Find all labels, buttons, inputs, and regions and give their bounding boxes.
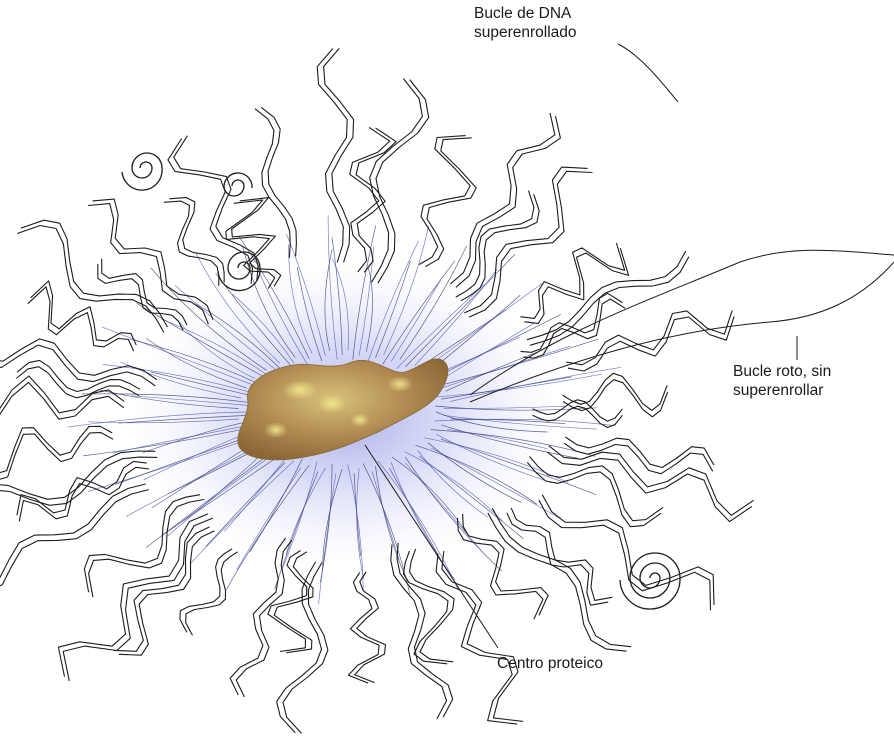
dna-loop xyxy=(539,500,711,610)
dna-loop xyxy=(442,551,523,722)
spiral-top-left xyxy=(122,153,162,190)
dna-loop xyxy=(348,572,379,683)
dna-loop xyxy=(527,462,661,526)
label-line: superenrollado xyxy=(474,23,577,42)
dna-loop xyxy=(186,552,238,636)
core-highlight xyxy=(264,422,288,438)
dna-loop xyxy=(488,513,627,651)
dna-loop xyxy=(530,457,664,521)
dna-loop xyxy=(563,373,668,410)
dna-loop xyxy=(98,264,183,330)
dna-loop xyxy=(317,49,347,263)
core-highlight xyxy=(350,413,370,427)
dna-loop xyxy=(21,220,168,327)
dna-loop xyxy=(0,457,157,520)
dna-loop xyxy=(63,518,213,681)
dna-loop xyxy=(520,243,624,318)
dna-loop xyxy=(168,139,253,284)
label-line: superenrollar xyxy=(733,381,831,400)
dna-loop xyxy=(102,259,187,325)
spiral-mid-left xyxy=(224,173,252,196)
dna-loop xyxy=(456,191,534,298)
label-broken-loop: Bucle roto, sin superenrollar xyxy=(733,362,831,400)
dna-loop xyxy=(28,287,134,351)
dna-loop xyxy=(524,248,628,323)
dna-loop xyxy=(0,484,146,588)
dna-loop xyxy=(370,79,423,283)
dna-loop xyxy=(169,198,224,283)
dna-loop xyxy=(230,538,286,695)
dna-loop xyxy=(232,198,281,287)
dna-loop xyxy=(542,495,714,605)
dna-loop xyxy=(397,543,453,717)
dna-loop xyxy=(549,446,754,516)
label-line: Bucle de DNA xyxy=(474,4,577,23)
core-highlight xyxy=(387,376,413,392)
core-highlight xyxy=(318,395,346,413)
dna-loop xyxy=(31,281,137,345)
dna-loop xyxy=(355,572,386,683)
dna-loop xyxy=(164,201,219,286)
label-supercoiled-dna-loop: Bucle de DNA superenrollado xyxy=(474,4,577,42)
dna-loop xyxy=(0,433,113,480)
label-protein-core: Centro proteico xyxy=(497,654,603,673)
dna-loop xyxy=(0,345,155,386)
dna-loop xyxy=(174,136,259,281)
dna-loop xyxy=(436,554,517,725)
dna-loop xyxy=(563,380,668,417)
label-line: Bucle roto, sin xyxy=(733,362,831,381)
dna-loop xyxy=(261,107,296,256)
dna-loop xyxy=(568,317,734,372)
dna-loop xyxy=(469,171,592,317)
dna-loop xyxy=(93,199,213,320)
core-highlight xyxy=(282,380,318,400)
dna-loop xyxy=(511,508,612,600)
dna-loop xyxy=(274,552,313,653)
dna-loop xyxy=(58,514,208,677)
dna-loop xyxy=(0,451,155,514)
leader-supercoiled xyxy=(618,44,678,102)
